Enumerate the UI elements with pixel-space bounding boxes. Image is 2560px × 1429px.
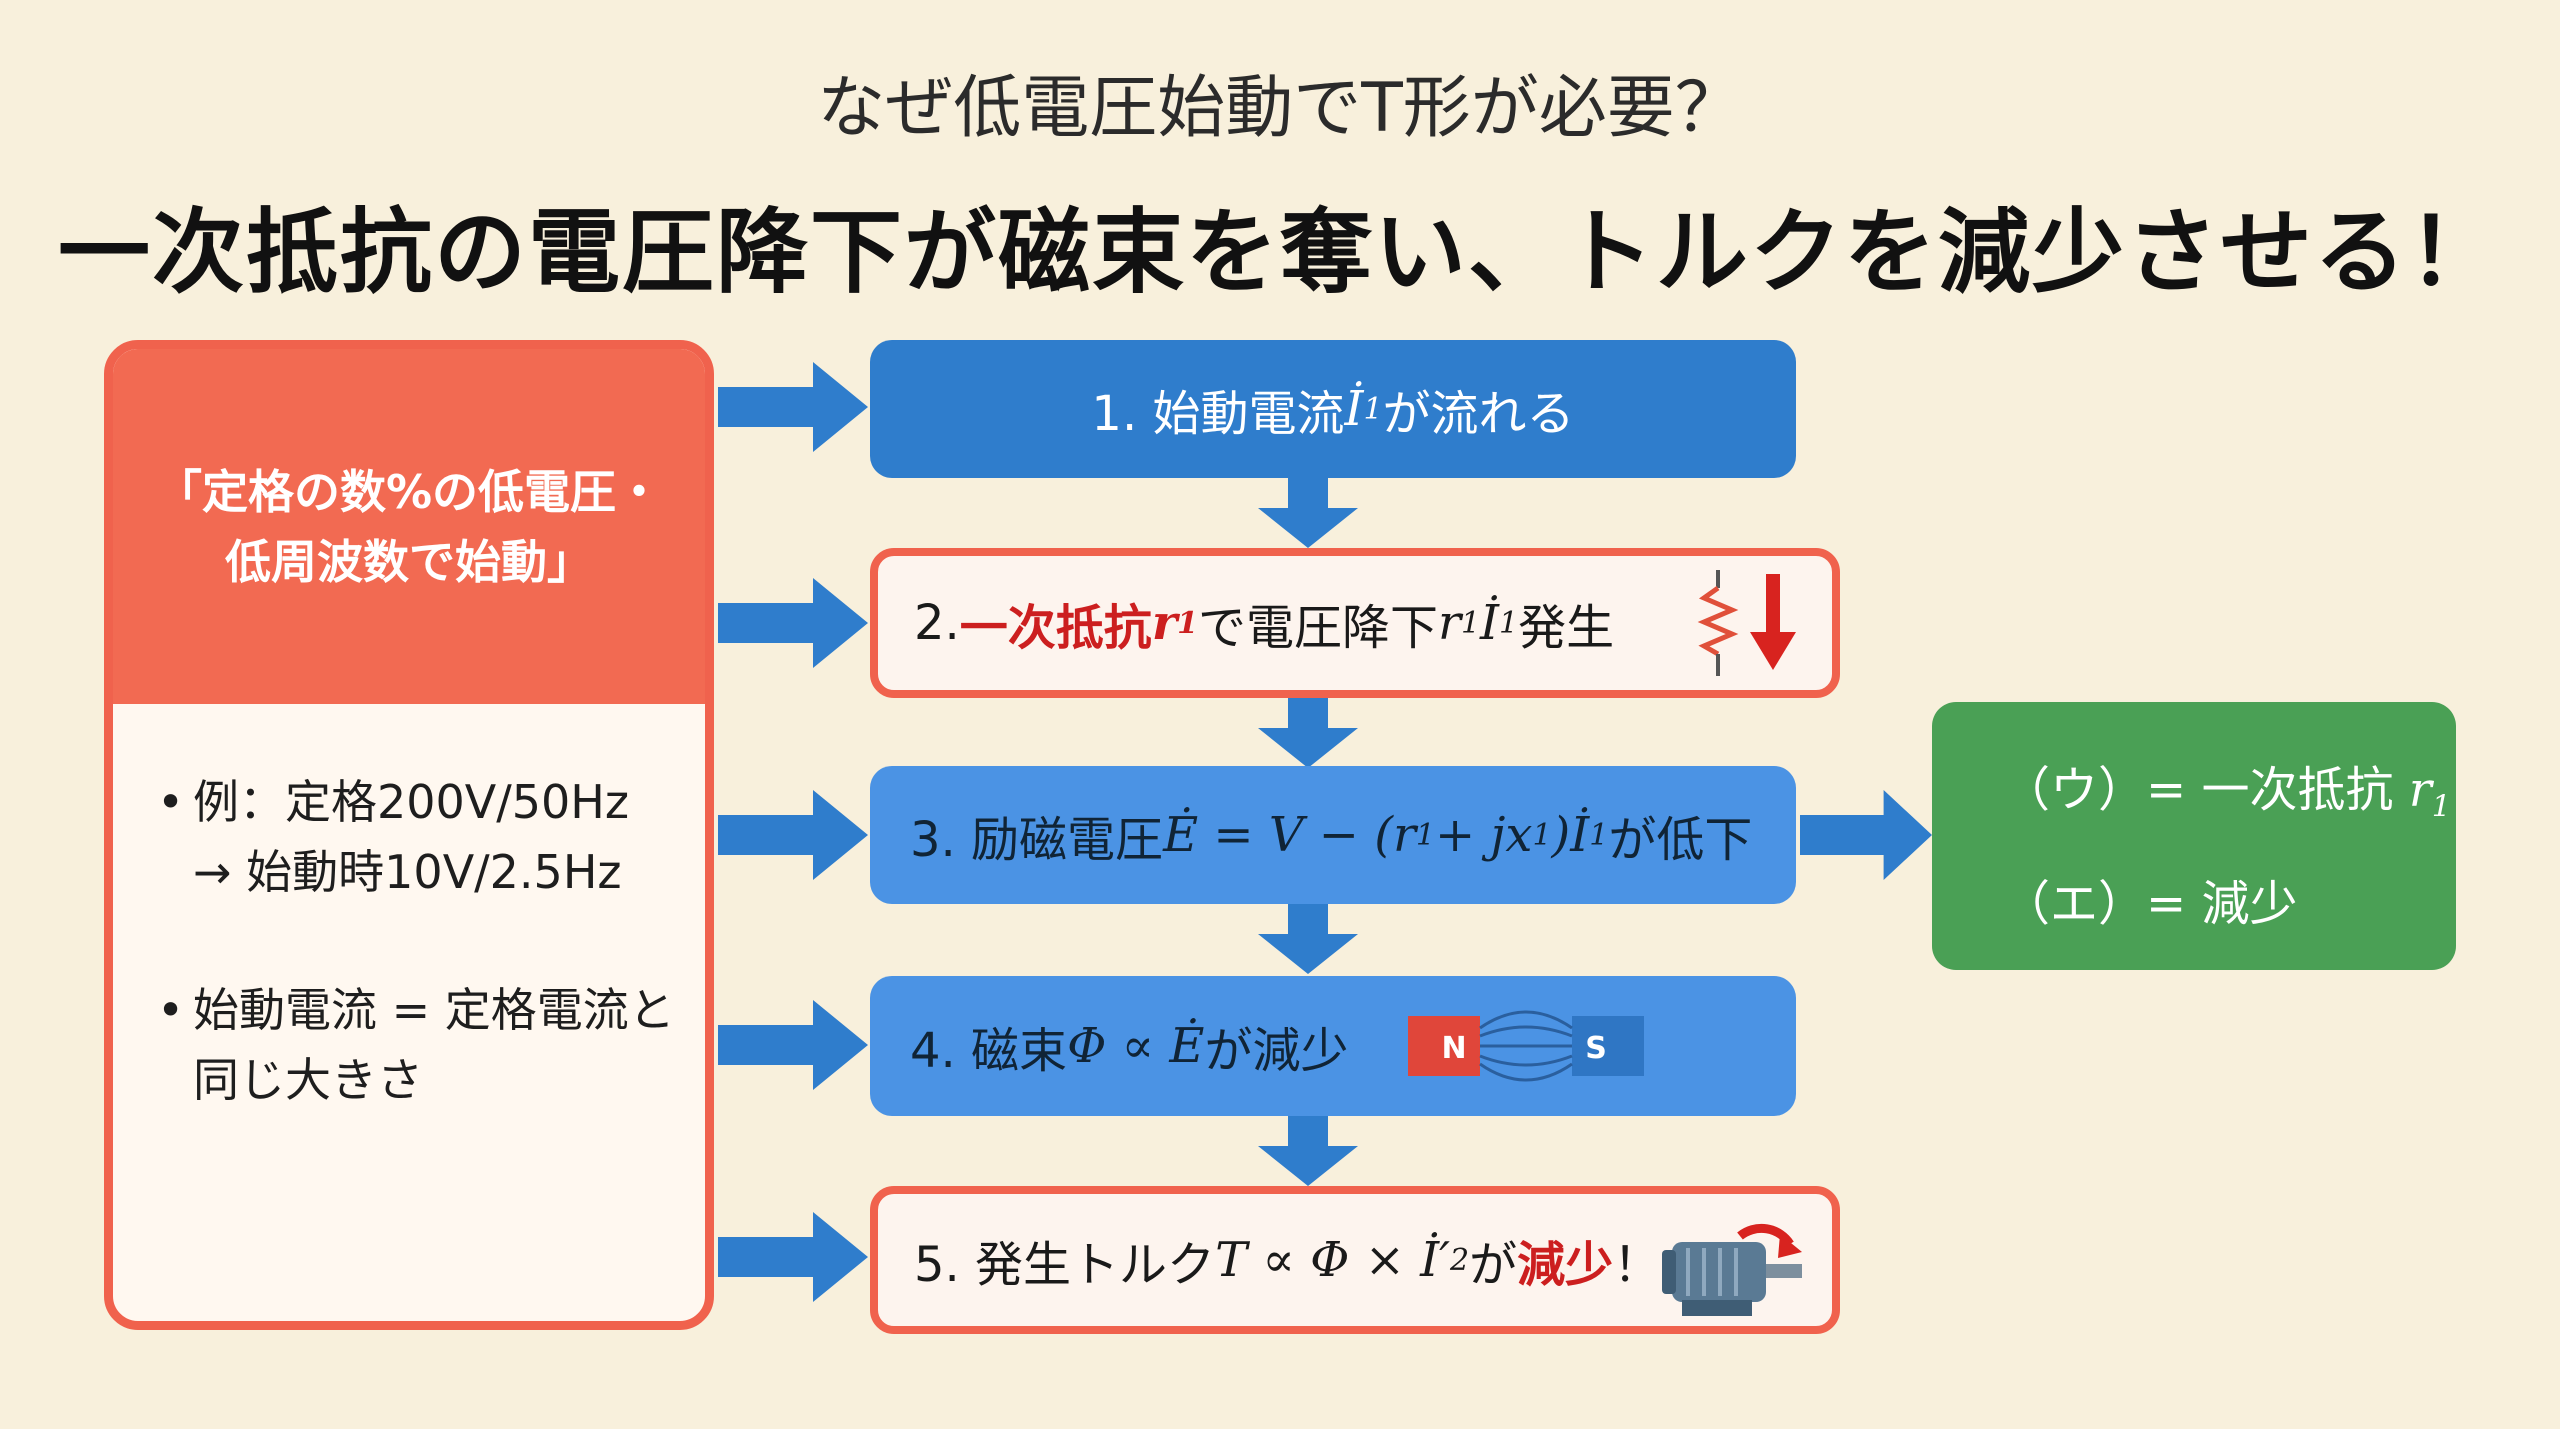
- motor-icon: [1662, 1223, 1802, 1316]
- bullet-dot: •: [157, 775, 185, 829]
- magnet-n-label: N: [1441, 1031, 1466, 1066]
- answer-box: （ウ）= 一次抵抗 r1 （エ）= 減少: [1932, 702, 2456, 970]
- bullet-example: • 例：定格200V/50Hz → 始動時10V/2.5Hz: [157, 767, 675, 907]
- step-3-formula-b: + jx: [1435, 807, 1533, 863]
- resistor-drop-icon: [1697, 570, 1796, 676]
- arrow-down-icon: [1258, 478, 1358, 548]
- step-5-formula: T ∝ Φ × İ′: [1215, 1232, 1451, 1288]
- arrow-right-icon: [718, 362, 868, 452]
- step-1-suffix: が流れる: [1382, 386, 1575, 442]
- magnet-icon: N S: [1408, 1010, 1644, 1082]
- step-3-suffix: が低下: [1608, 812, 1753, 868]
- condition-panel: 「定格の数%の低電圧・ 低周波数で始動」 • 例：定格200V/50Hz → 始…: [104, 340, 714, 1330]
- answer-u-symbol: r: [2408, 762, 2432, 818]
- step-4-flux: 4. 磁束 Φ ∝ Ė が減少 N S: [870, 976, 1796, 1116]
- step-4-prefix: 4. 磁束: [910, 1023, 1068, 1079]
- arrow-right-icon: [718, 1212, 868, 1302]
- step-3-sub-c: 1: [1589, 817, 1609, 853]
- arrow-down-icon: [1258, 904, 1358, 974]
- step-1-current-subscript: 1: [1363, 391, 1383, 427]
- diagram-subtitle: なぜ低電圧始動でT形が必要？: [817, 69, 1743, 148]
- answer-u-label: （ウ）= 一次抵抗: [2002, 762, 2409, 818]
- step-3-prefix: 3. 励磁電圧: [910, 812, 1164, 868]
- step-2-resistance-symbol: r: [1151, 595, 1178, 651]
- step-4-suffix: が減少: [1204, 1023, 1349, 1079]
- step-2-prefix: 2.: [914, 595, 960, 651]
- step-2-mid: で電圧降下: [1197, 600, 1438, 656]
- answer-u-subscript: 1: [2431, 789, 2451, 825]
- step-3-sub-a: 1: [1415, 817, 1435, 853]
- answer-line-2: （エ）= 減少: [2002, 875, 2298, 932]
- step-2-drop-r-sub: 1: [1460, 605, 1481, 641]
- arrow-right-icon: [1800, 790, 1932, 880]
- bullet-example-text: 例：定格200V/50Hz → 始動時10V/2.5Hz: [193, 775, 630, 899]
- step-2-suffix: 発生: [1518, 600, 1615, 656]
- arrow-right-icon: [718, 1000, 868, 1090]
- step-2-highlight: 一次抵抗: [959, 600, 1152, 656]
- step-2-drop-i: İ: [1480, 595, 1500, 651]
- bullet-current-text: 始動電流 = 定格電流と 同じ大きさ: [193, 983, 675, 1107]
- step-1-prefix: 1. 始動電流: [1091, 386, 1345, 442]
- bullet-current: • 始動電流 = 定格電流と 同じ大きさ: [157, 975, 675, 1115]
- step-1-current-symbol: İ: [1344, 381, 1364, 437]
- arrow-right-icon: [718, 790, 868, 880]
- step-5-prefix: 5. 発生トルク: [914, 1237, 1216, 1293]
- step-5-suffix: ！: [1613, 1237, 1662, 1293]
- step-4-formula: Φ ∝ Ė: [1067, 1018, 1205, 1074]
- step-3-formula-c: )İ: [1551, 807, 1590, 863]
- answer-line-1: （ウ）= 一次抵抗 r1: [2002, 742, 2456, 856]
- step-5-subscript: 2: [1450, 1242, 1470, 1278]
- step-2-drop-r: r: [1438, 595, 1461, 651]
- step-2-drop-i-sub: 1: [1499, 605, 1519, 641]
- arrow-down-icon: [1258, 1116, 1358, 1186]
- step-5-mid: が: [1469, 1237, 1518, 1293]
- bullet-dot: •: [157, 983, 185, 1037]
- arrow-down-icon: [1258, 698, 1358, 768]
- step-2-resistance-subscript: 1: [1177, 605, 1198, 641]
- step-5-highlight: 減少: [1517, 1237, 1614, 1293]
- condition-heading: 「定格の数%の低電圧・ 低周波数で始動」: [113, 349, 705, 704]
- diagram-title: 一次抵抗の電圧降下が磁束を奪い、トルクを減少させる！: [57, 199, 2502, 306]
- step-5-torque: 5. 発生トルク T ∝ Φ × İ′2 が減少！: [870, 1186, 1840, 1334]
- step-3-formula-a: Ė = V − (r: [1163, 807, 1416, 863]
- arrow-right-icon: [718, 578, 868, 668]
- condition-heading-line2: 低周波数で始動」: [225, 534, 593, 589]
- step-3-sub-b: 1: [1532, 817, 1552, 853]
- condition-heading-line1: 「定格の数%の低電圧・: [155, 464, 663, 519]
- magnet-s-label: S: [1585, 1031, 1607, 1066]
